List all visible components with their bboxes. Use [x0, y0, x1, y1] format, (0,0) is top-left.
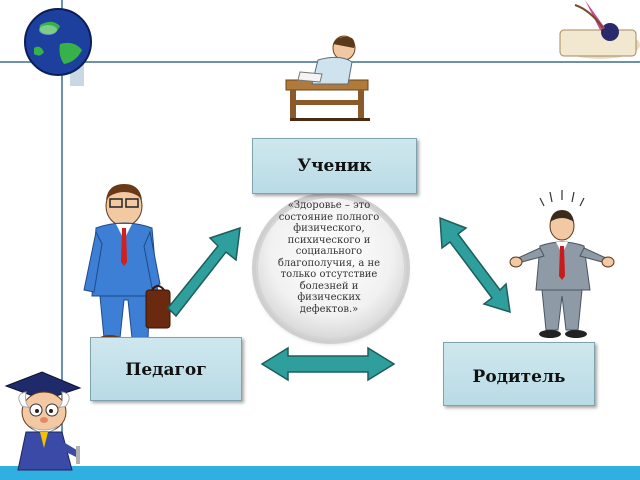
health-quote-text: «Здоровье – это состояние полного физиче… — [277, 200, 381, 315]
health-quote-circle — [256, 196, 406, 340]
parent-label: Родитель — [472, 367, 566, 387]
teacher-box: Педагог — [90, 337, 242, 401]
student-box: Ученик — [252, 138, 417, 194]
student-label: Ученик — [297, 156, 372, 176]
parent-box: Родитель — [443, 342, 595, 406]
teacher-label: Педагог — [125, 360, 207, 380]
